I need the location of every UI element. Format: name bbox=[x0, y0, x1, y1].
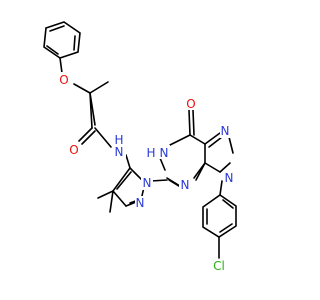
bond-c-n bbox=[94, 127, 112, 148]
svg-text:N: N bbox=[221, 124, 230, 138]
fused-pyrazole-ring bbox=[195, 132, 234, 181]
svg-text:N: N bbox=[225, 171, 234, 185]
fused-pyrazole-n2-label: N bbox=[220, 124, 232, 138]
svg-text:Cl: Cl bbox=[213, 259, 225, 273]
bond-ch-methyl bbox=[89, 81, 109, 94]
svg-text:N: N bbox=[160, 146, 169, 160]
bond-n-pz bbox=[125, 154, 131, 169]
chlorophenyl-ring bbox=[202, 194, 237, 238]
fused-pyrazole-n1-label: N bbox=[223, 171, 235, 186]
bond-o-ch bbox=[73, 83, 91, 94]
svg-text:N: N bbox=[143, 176, 152, 190]
svg-text:H: H bbox=[114, 133, 123, 147]
svg-text:O: O bbox=[69, 143, 78, 157]
ring-nh-label: H N bbox=[145, 145, 170, 160]
svg-text:H: H bbox=[146, 146, 155, 160]
svg-text:N: N bbox=[115, 145, 124, 159]
svg-text:O: O bbox=[186, 97, 195, 111]
molecule-structure: O O N H H N O N N N N N Cl bbox=[43, 21, 237, 273]
bond-phenyl-o bbox=[59, 57, 63, 74]
bond-pz-methyl bbox=[97, 190, 114, 199]
pyrimidine-n-label: N bbox=[179, 178, 191, 192]
chlorine-label: Cl bbox=[210, 259, 230, 273]
bond-c-o-double bbox=[78, 127, 93, 142]
amide-nh-label: N H bbox=[112, 133, 126, 159]
ether-oxygen-label: O bbox=[59, 72, 71, 87]
keto-oxygen-label: O bbox=[185, 96, 197, 111]
bond-n-aryl bbox=[219, 180, 223, 196]
phenyl-ring bbox=[43, 21, 81, 59]
svg-text:N: N bbox=[136, 196, 145, 210]
svg-text:O: O bbox=[59, 73, 68, 87]
bond-pz-pyrimidine bbox=[150, 179, 168, 182]
methylpyrazole-n2-label: N bbox=[135, 196, 147, 210]
svg-text:N: N bbox=[181, 178, 190, 192]
amide-oxygen-label: O bbox=[69, 142, 81, 157]
pyrimidinone-ring bbox=[159, 134, 206, 189]
methylpyrazole-n1-label: N bbox=[141, 176, 153, 190]
